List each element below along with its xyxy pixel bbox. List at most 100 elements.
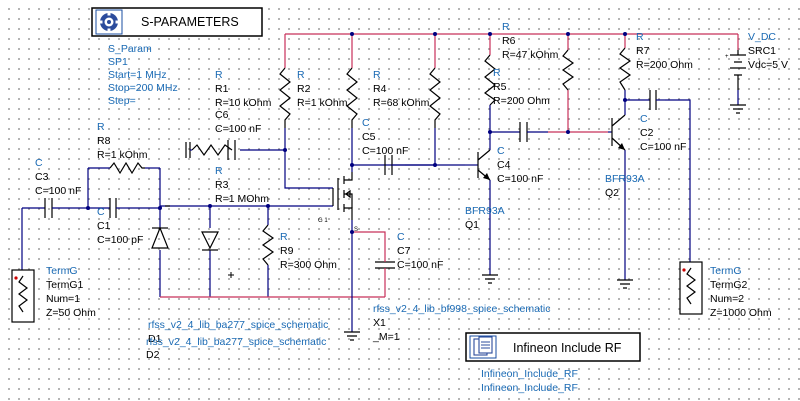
- r3-type: R: [215, 165, 223, 177]
- r6-name: R6: [502, 35, 516, 47]
- x1-param: _M=1: [372, 331, 400, 343]
- r4-type: R: [373, 69, 381, 81]
- r3-name: R3: [215, 179, 229, 191]
- r1-type: R: [215, 69, 223, 81]
- r5-name: R5: [493, 81, 507, 93]
- capacitor-c2[interactable]: [649, 90, 665, 110]
- capacitor-c1[interactable]: [109, 198, 128, 218]
- r2-value: R=1 kOhm: [297, 97, 348, 109]
- r4-value: R=68 kOhm: [373, 97, 430, 109]
- c5-value: C=100 nF: [362, 145, 408, 157]
- resistor-r4[interactable]: [346, 67, 358, 128]
- r1-name: R1: [215, 83, 229, 95]
- wires: [21, 33, 739, 332]
- voltage-source-src1[interactable]: +: [725, 50, 746, 90]
- r4-name: R4: [373, 83, 387, 95]
- c6-value: C=100 nF: [215, 123, 261, 135]
- r2-type: R: [297, 69, 305, 81]
- r8-name: R8: [97, 135, 111, 147]
- termg2-name: TermG2: [710, 279, 748, 291]
- resistor-r1[interactable]: [191, 143, 233, 157]
- svg-text:+: +: [725, 54, 729, 60]
- include-rf-block[interactable]: Infineon Include RF: [465, 332, 641, 362]
- c1-value: C=100 pF: [97, 234, 143, 246]
- c7-value: C=100 nF: [397, 259, 443, 271]
- d1-name: D1: [148, 333, 162, 345]
- r9-type: R: [280, 231, 288, 243]
- c5-type: C: [362, 117, 370, 129]
- termg1-name: TermG1: [46, 279, 84, 291]
- c1-name: C1: [97, 220, 111, 232]
- sparam-step: Step=: [108, 95, 136, 107]
- sparam-name: SP1: [108, 56, 128, 68]
- termg2-z: Z=1000 Ohm: [710, 307, 772, 319]
- diode-d2[interactable]: [201, 231, 219, 251]
- c2-name: C2: [640, 127, 654, 139]
- r1-value: R=10 kOhm: [215, 97, 272, 109]
- c3-value: C=100 nF: [35, 185, 81, 197]
- r7-name: R7: [636, 45, 650, 57]
- r5-value: R=200 Ohm: [493, 95, 550, 107]
- r9-name: R9: [280, 245, 294, 257]
- resistor-r2[interactable]: [279, 67, 291, 128]
- capacitor-c3[interactable]: [44, 198, 80, 218]
- mosfet-x1[interactable]: [332, 172, 353, 220]
- sparam-block[interactable]: S-PARAMETERS: [91, 7, 263, 37]
- resistor-r8[interactable]: [109, 161, 145, 175]
- q2-name: Q2: [605, 187, 619, 199]
- c3-name: C3: [35, 171, 49, 183]
- c6-name: C6: [215, 109, 229, 121]
- r7-value: R=200 Ohm: [636, 59, 693, 71]
- c2-value: C=100 nF: [640, 141, 686, 153]
- pin-g1: G 1: [318, 218, 328, 224]
- include-line1: Infineon_Include_RF: [481, 368, 578, 380]
- include-rf-title: Infineon Include RF: [513, 341, 622, 355]
- resistor-r5[interactable]: [483, 54, 496, 106]
- r6-type: R: [502, 21, 510, 33]
- r8-value: R=1 kOhm: [97, 149, 148, 161]
- c1-type: C: [97, 206, 105, 218]
- d1-type: rfss_v2_4_lib_ba277_spice_schematic: [148, 319, 328, 331]
- capacitor-c7[interactable]: [375, 250, 395, 282]
- termg1-num: Num=1: [46, 293, 80, 305]
- transistor-q2[interactable]: [608, 114, 626, 151]
- c5-name: C5: [362, 131, 376, 143]
- vdc-type: V_DC: [748, 31, 776, 43]
- c4-value: C=100 nF: [497, 173, 543, 185]
- capacitor-c6[interactable]: [185, 140, 236, 160]
- r7-type: R: [636, 31, 644, 43]
- x1-type: rfss_v2_4_lib_bf998_spice_schematic: [373, 303, 550, 315]
- diode-d1[interactable]: [151, 226, 169, 249]
- transistor-q1[interactable]: [477, 149, 491, 181]
- vdc-name: SRC1: [748, 45, 776, 57]
- r9-value: R=300 Ohm: [280, 259, 337, 271]
- q2-type: BFR93A: [605, 173, 645, 185]
- d2-type: rfss_v2_4_lib_ba277_spice_schematic: [146, 336, 326, 348]
- c2-type: C: [640, 113, 648, 125]
- termg1-z: Z=50 Ohm: [46, 307, 96, 319]
- c4-type: C: [497, 145, 505, 157]
- r2-name: R2: [297, 83, 311, 95]
- q1-type: BFR93A: [465, 205, 505, 217]
- include-file-icon: [473, 336, 493, 356]
- capacitor-c5[interactable]: [384, 155, 405, 175]
- resistor-r7[interactable]: [618, 47, 632, 91]
- sparam-start: Start=1 MHz: [108, 69, 167, 81]
- sparam-title: S-PARAMETERS: [141, 15, 239, 29]
- c3-type: C: [35, 157, 43, 169]
- pin-s: S: [354, 227, 358, 233]
- c4-name: C4: [497, 159, 511, 171]
- terminal-termg1[interactable]: [11, 269, 35, 323]
- q1-name: Q1: [465, 219, 479, 231]
- x1-name: X1: [373, 317, 386, 329]
- r8-type: R: [97, 121, 105, 133]
- termg1-type: TermG: [46, 265, 78, 277]
- resistor-r6[interactable]: [561, 49, 575, 91]
- capacitor-c4[interactable]: [519, 122, 548, 142]
- terminal-termg2[interactable]: [679, 261, 703, 315]
- crosshair-cursor: [228, 272, 234, 278]
- c7-type: C: [397, 231, 405, 243]
- resistor-r4b[interactable]: [429, 67, 441, 128]
- resistor-r9[interactable]: [261, 224, 275, 266]
